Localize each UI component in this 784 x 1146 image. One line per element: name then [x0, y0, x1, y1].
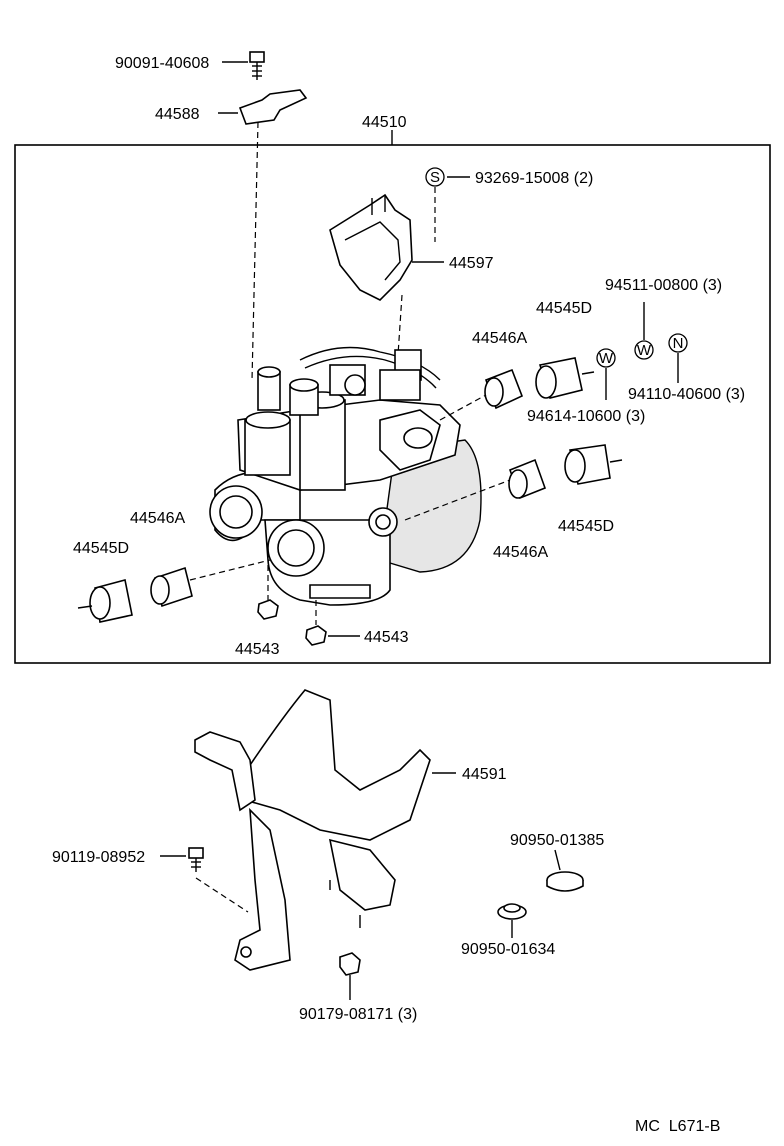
label-grommet: 90950-01634 [461, 941, 555, 958]
page-code: MC L671-B [635, 1118, 720, 1135]
label-plug: 90950-01385 [510, 832, 604, 849]
plug-part [546, 849, 584, 892]
mount-d-upper-part [535, 357, 595, 399]
mount-d-left-part [77, 579, 133, 623]
label-nut-right: 44543 [364, 629, 409, 646]
screw-s-symbol: S [425, 167, 445, 187]
washer-w1-symbol: W [634, 340, 654, 360]
label-mount-d-right: 44545D [558, 518, 614, 535]
label-bracket-lower: 44591 [462, 766, 507, 783]
cover-part [329, 193, 444, 301]
label-washer-w2: 94614-10600 (3) [527, 408, 645, 425]
bracket-lower-part [194, 689, 456, 971]
svg-text:N: N [673, 335, 684, 352]
label-cover: 44597 [449, 255, 494, 272]
cushion-a-right-part [508, 458, 547, 500]
svg-text:S: S [430, 169, 440, 186]
label-assembly: 44510 [362, 114, 407, 131]
mount-d-right-part [564, 444, 623, 485]
bolt-left-part [160, 847, 204, 872]
bolt-bottom-part [339, 952, 361, 1000]
nut-n-symbol: N [668, 333, 688, 353]
label-washer-w1: 94511-00800 (3) [605, 277, 722, 294]
nut-right-part [305, 625, 360, 646]
cushion-a-upper-part [484, 368, 524, 410]
cushion-a-left-part [150, 566, 193, 608]
grommet-part [497, 903, 527, 938]
label-bolt-top: 90091-40608 [115, 55, 209, 72]
label-cushion-a-left: 44546A [130, 510, 185, 527]
svg-text:W: W [599, 350, 614, 367]
bracket-top-part [218, 89, 308, 125]
washer-w2-symbol: W [596, 348, 616, 368]
actuator-body [209, 346, 482, 606]
label-cushion-a-upper: 44546A [472, 330, 527, 347]
label-nut-left: 44543 [235, 641, 280, 658]
label-bolt-bottom: 90179-08171 (3) [299, 1006, 417, 1023]
label-mount-d-left: 44545D [73, 540, 129, 557]
label-cushion-a-right: 44546A [493, 544, 548, 561]
svg-text:W: W [637, 342, 652, 359]
label-nut-n: 94110-40600 (3) [628, 386, 745, 403]
label-screw-s: 93269-15008 (2) [475, 170, 593, 187]
label-bracket-top: 44588 [155, 106, 200, 123]
label-bolt-left: 90119-08952 [52, 849, 145, 866]
label-mount-d-upper: 44545D [536, 300, 592, 317]
bolt-top-part [222, 51, 265, 80]
nut-left-part [257, 599, 279, 620]
